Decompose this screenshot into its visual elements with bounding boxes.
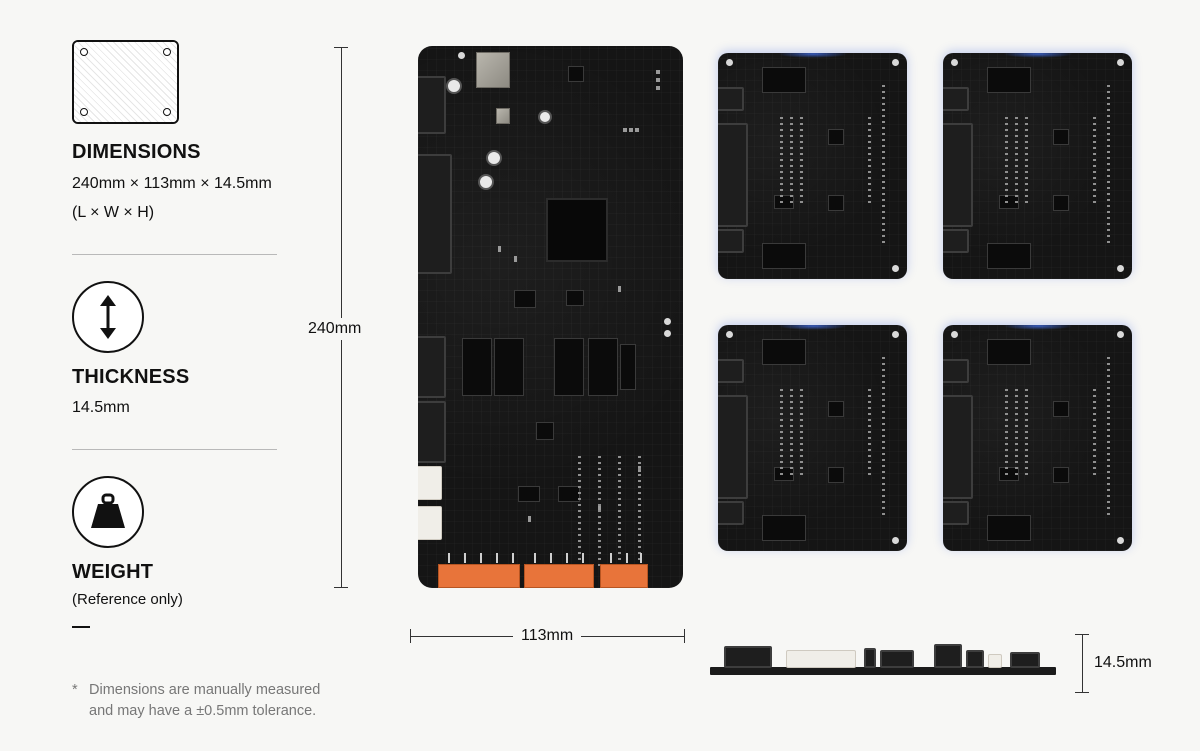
connector: [418, 401, 446, 463]
chip: [620, 344, 636, 390]
connector: [418, 506, 442, 540]
dimensions-title: DIMENSIONS: [72, 141, 201, 163]
chip: [536, 422, 554, 440]
sub-board-image: [718, 325, 907, 551]
thickness-title: THICKNESS: [72, 366, 190, 388]
length-label: 240mm: [308, 318, 362, 340]
length-line: [341, 47, 342, 587]
terminal-block: [524, 564, 594, 588]
chip: [566, 290, 584, 306]
connector: [418, 466, 442, 500]
footnote-line-2: and may have a ±0.5mm tolerance.: [89, 703, 317, 719]
chip: [554, 338, 584, 396]
vertical-arrows-icon: [72, 281, 144, 353]
divider: [72, 254, 277, 255]
dimensions-note: (L × W × H): [72, 204, 155, 221]
thickness-value: 14.5mm: [72, 399, 130, 416]
chip: [494, 338, 524, 396]
terminal-block: [600, 564, 648, 588]
width-label: 113mm: [513, 627, 582, 645]
capacitor: [478, 174, 494, 190]
footnote-line-1: Dimensions are manually measured: [89, 682, 321, 698]
processor-chip: [546, 198, 608, 262]
capacitor: [486, 150, 502, 166]
dimensions-value: 240mm × 113mm × 14.5mm: [72, 175, 272, 192]
chip: [568, 66, 584, 82]
capacitor: [538, 110, 552, 124]
metal-component: [476, 52, 510, 88]
sub-board-image: [718, 53, 907, 279]
spec-column: DIMENSIONS 240mm × 113mm × 14.5mm (L × W…: [0, 0, 320, 751]
height-line: [1082, 634, 1083, 692]
terminal-block: [438, 564, 520, 588]
main-board-image: [418, 46, 683, 588]
weight-title: WEIGHT: [72, 561, 154, 583]
chip: [518, 486, 540, 502]
sub-board-image: [943, 325, 1132, 551]
length-tick-bottom: [334, 587, 348, 588]
height-tick-bottom: [1075, 692, 1089, 693]
chip: [514, 290, 536, 308]
divider: [72, 449, 277, 450]
weight-icon: [72, 476, 144, 548]
sub-board-image: [943, 53, 1132, 279]
weight-value-dash: [72, 626, 90, 628]
height-label: 14.5mm: [1094, 654, 1152, 672]
side-view-board-image: [710, 640, 1056, 680]
board-outline-icon: [72, 40, 179, 124]
connector: [418, 154, 452, 274]
capacitor: [446, 78, 462, 94]
weight-note: (Reference only): [72, 591, 183, 608]
chip: [588, 338, 618, 396]
metal-component: [496, 108, 510, 124]
chip: [462, 338, 492, 396]
chip: [558, 486, 580, 502]
footnote-star: *: [72, 682, 78, 698]
connector: [418, 336, 446, 398]
width-tick-right: [684, 629, 685, 643]
connector: [418, 76, 446, 134]
